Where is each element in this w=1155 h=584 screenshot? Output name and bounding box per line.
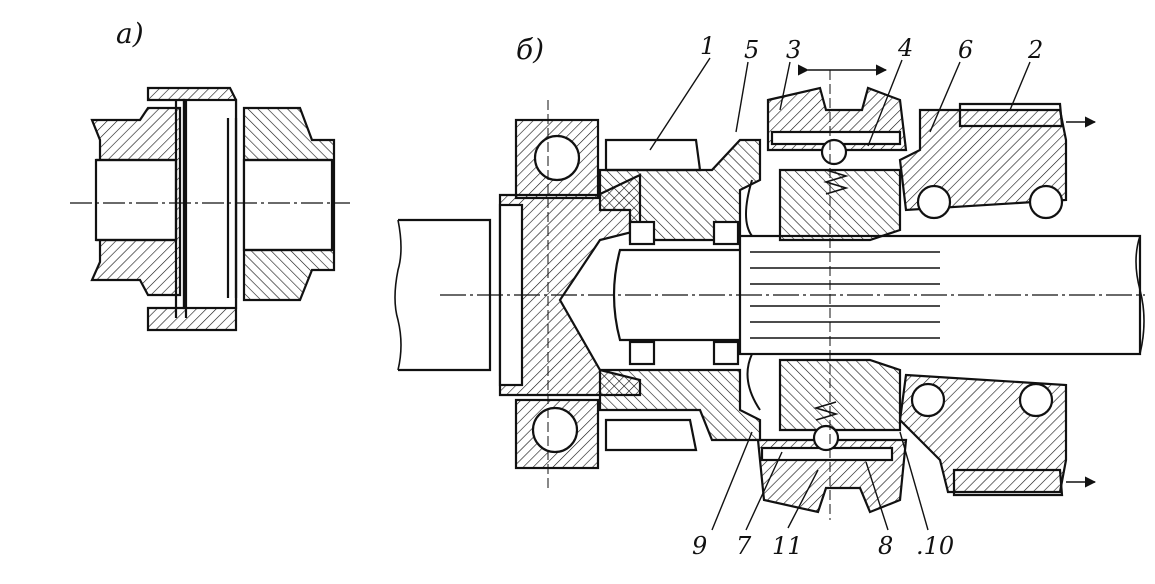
callout-4: 4 — [898, 34, 914, 62]
callout-2: 2 — [1028, 36, 1044, 64]
panel-a-label: а) — [116, 17, 144, 50]
callout-1: 1 — [700, 32, 716, 60]
panel-a-drawing — [70, 86, 350, 332]
callout-10: .10 — [916, 532, 955, 560]
callout-9: 9 — [692, 532, 708, 560]
callout-3: 3 — [786, 36, 802, 64]
callout-7: 7 — [736, 532, 752, 560]
callout-6: 6 — [958, 36, 974, 64]
callout-11: 11 — [772, 532, 803, 560]
callout-5: 5 — [744, 36, 760, 64]
callout-8: 8 — [878, 532, 894, 560]
panel-b-drawing — [394, 57, 1145, 531]
panel-b-label: б) — [516, 33, 545, 66]
